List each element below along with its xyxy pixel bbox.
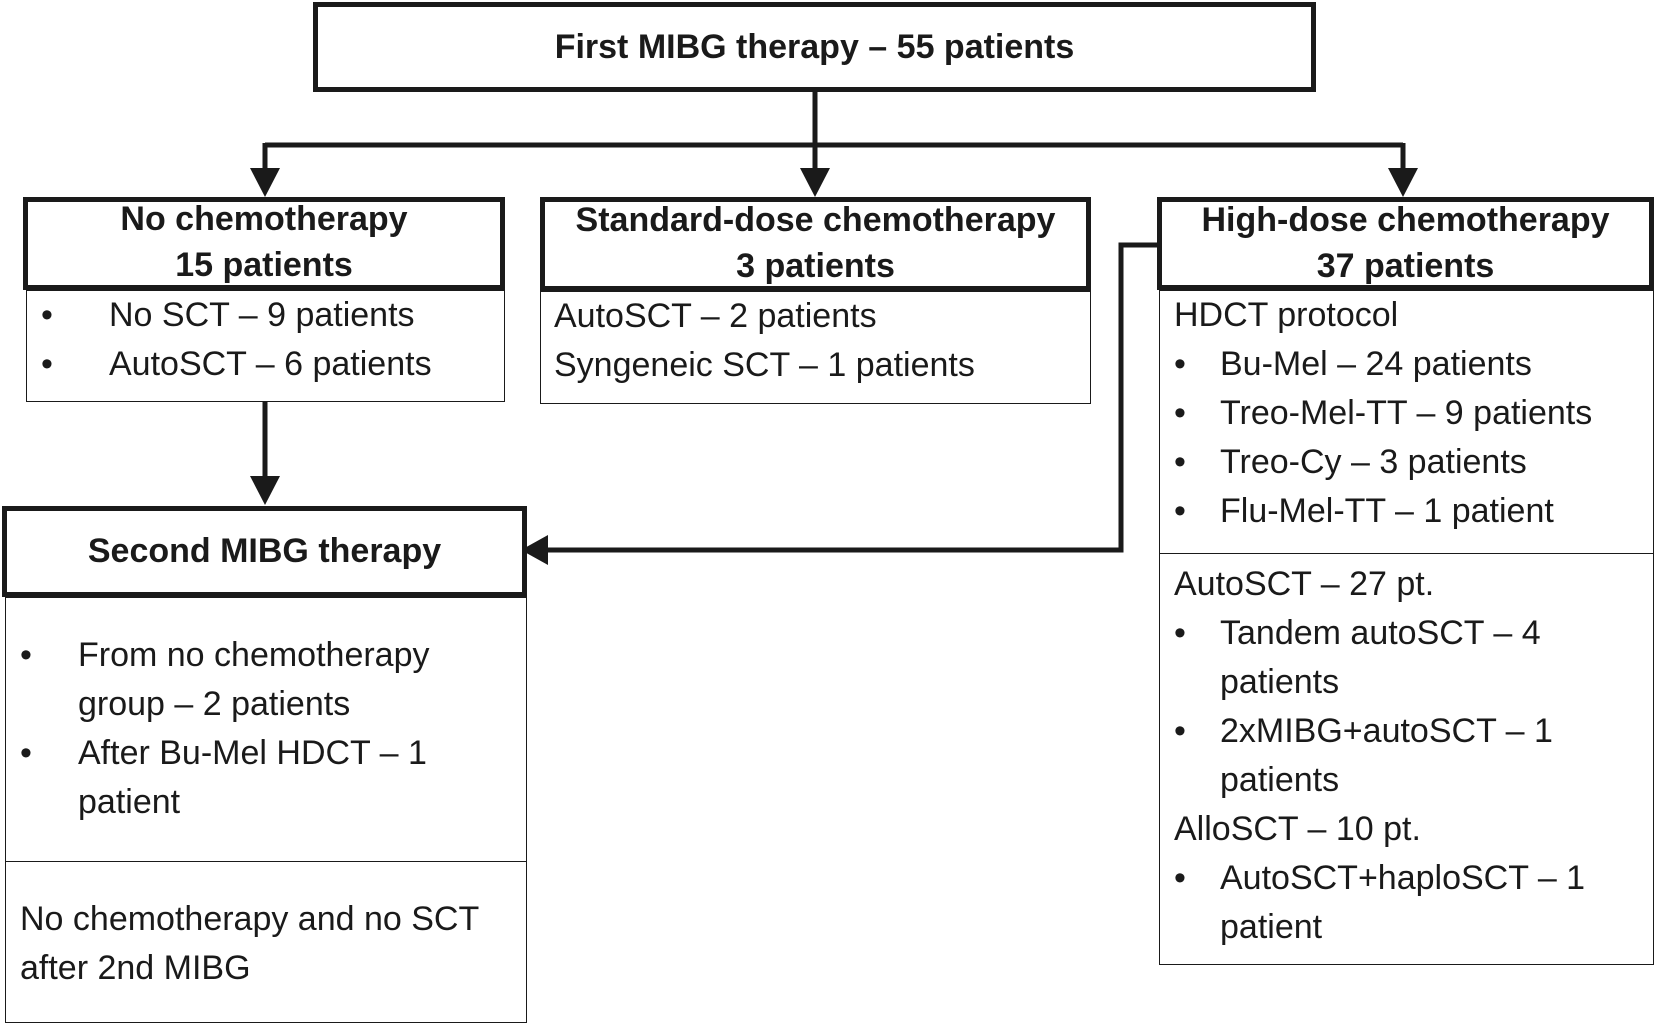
hdct-item-text: Flu-Mel-TT – 1 patient xyxy=(1220,492,1554,530)
no-chemo-title: No chemotherapy xyxy=(120,200,408,238)
arrowhead-standard xyxy=(800,168,830,197)
high-title: High-dose chemotherapy xyxy=(1201,201,1610,239)
standard-details: AutoSCT – 2 patients Syngeneic SCT – 1 p… xyxy=(540,291,1091,404)
autosct-label: AutoSCT – 27 pt. xyxy=(1174,565,1435,603)
no-chemo-item: • AutoSCT – 6 patients xyxy=(41,340,504,389)
hdct-item: • Treo-Cy – 3 patients xyxy=(1174,438,1653,487)
bullet: • xyxy=(1174,492,1186,530)
arrowhead-second-from-high xyxy=(521,535,548,565)
arrowhead-no-chemo xyxy=(250,168,280,197)
hdct-protocol-label: HDCT protocol xyxy=(1174,296,1399,334)
bullet: • xyxy=(1174,614,1186,652)
allosct-item-text-cont: patient xyxy=(1220,908,1323,946)
second-item-text-cont: patient xyxy=(78,783,181,821)
second-mibg-title: Second MIBG therapy xyxy=(87,532,442,570)
no-chemo-item-text: No SCT – 9 patients xyxy=(109,296,415,334)
hdct-item: • Bu-Mel – 24 patients xyxy=(1174,340,1653,389)
hdct-item-text: Treo-Cy – 3 patients xyxy=(1220,443,1527,481)
high-header: High-dose chemotherapy 37 patients xyxy=(1157,197,1654,290)
hdct-item-text: Treo-Mel-TT – 9 patients xyxy=(1220,394,1593,432)
allosct-label: AlloSCT – 10 pt. xyxy=(1174,810,1421,848)
first-mibg-title: First MIBG therapy – 55 patients xyxy=(554,28,1075,66)
high-count: 37 patients xyxy=(1316,247,1495,285)
autosct-item-text-cont: patients xyxy=(1220,663,1340,701)
bullet: • xyxy=(1174,345,1186,383)
second-mibg-header: Second MIBG therapy xyxy=(2,506,527,597)
standard-line: AutoSCT – 2 patients xyxy=(554,297,877,335)
standard-title: Standard-dose chemotherapy xyxy=(575,201,1056,239)
bullet: • xyxy=(1174,712,1186,750)
arrowhead-second-from-no-chemo xyxy=(250,476,280,505)
second-item-text: After Bu-Mel HDCT – 1 xyxy=(78,734,427,772)
no-chemo-details: • No SCT – 9 patients • AutoSCT – 6 pati… xyxy=(26,290,505,402)
hdct-item: • Treo-Mel-TT – 9 patients xyxy=(1174,389,1653,438)
autosct-item-text-cont: patients xyxy=(1220,761,1340,799)
bullet: • xyxy=(1174,443,1186,481)
hdct-item-text: Bu-Mel – 24 patients xyxy=(1220,345,1532,383)
second-item-text: From no chemotherapy xyxy=(78,636,430,674)
autosct-item-text: Tandem autoSCT – 4 xyxy=(1220,614,1541,652)
bullet: • xyxy=(1174,859,1186,897)
second-footer-line: after 2nd MIBG xyxy=(20,949,251,987)
hdct-item: • Flu-Mel-TT – 1 patient xyxy=(1174,487,1653,536)
second-mibg-details: • From no chemotherapy group – 2 patient… xyxy=(5,597,527,862)
bullet: • xyxy=(1174,394,1186,432)
autosct-item-text: 2xMIBG+autoSCT – 1 xyxy=(1220,712,1553,750)
bullet: • xyxy=(20,636,32,674)
arrowhead-high xyxy=(1388,168,1418,197)
second-item-text-cont: group – 2 patients xyxy=(78,685,351,723)
allosct-item-text: AutoSCT+haploSCT – 1 xyxy=(1220,859,1586,897)
bullet: • xyxy=(20,734,32,772)
standard-line: Syngeneic SCT – 1 patients xyxy=(554,346,975,384)
bullet: • xyxy=(41,345,53,383)
standard-header: Standard-dose chemotherapy 3 patients xyxy=(540,197,1091,291)
second-footer-line: No chemotherapy and no SCT xyxy=(20,900,480,938)
autosct-item: • Tandem autoSCT – 4 patients xyxy=(1174,609,1653,707)
no-chemo-header: No chemotherapy 15 patients xyxy=(23,197,505,290)
standard-count: 3 patients xyxy=(736,247,895,285)
no-chemo-count: 15 patients xyxy=(175,246,353,284)
no-chemo-item-text: AutoSCT – 6 patients xyxy=(109,345,432,383)
second-item: • After Bu-Mel HDCT – 1 patient xyxy=(20,729,526,827)
first-mibg-box: First MIBG therapy – 55 patients xyxy=(313,2,1316,92)
high-protocol-details: HDCT protocol • Bu-Mel – 24 patients • T… xyxy=(1159,290,1654,554)
high-sct-details: AutoSCT – 27 pt. • Tandem autoSCT – 4 pa… xyxy=(1159,553,1654,965)
autosct-item: • 2xMIBG+autoSCT – 1 patients xyxy=(1174,707,1653,805)
no-chemo-item: • No SCT – 9 patients xyxy=(41,291,504,340)
second-mibg-footer: No chemotherapy and no SCT after 2nd MIB… xyxy=(5,861,527,1023)
second-item: • From no chemotherapy group – 2 patient… xyxy=(20,631,526,729)
allosct-item: • AutoSCT+haploSCT – 1 patient xyxy=(1174,854,1653,952)
bullet: • xyxy=(41,296,53,334)
